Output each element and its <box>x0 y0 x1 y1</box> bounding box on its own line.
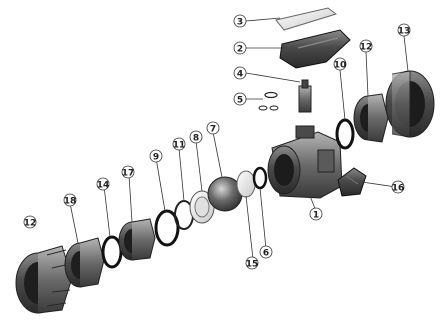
svg-text:5: 5 <box>237 96 243 106</box>
callout-5: 5 <box>233 92 247 106</box>
stem-o-rings <box>258 91 279 111</box>
svg-text:4: 4 <box>237 70 243 80</box>
callout-16: 16 <box>391 180 405 194</box>
svg-text:18: 18 <box>64 197 77 207</box>
end-connector-left <box>118 218 156 261</box>
svg-text:3: 3 <box>237 18 243 28</box>
svg-text:15: 15 <box>246 260 259 270</box>
callout-10: 10 <box>333 57 347 71</box>
callout-4: 4 <box>233 66 247 80</box>
o-ring-13 <box>154 209 180 247</box>
svg-text:8: 8 <box>193 134 199 144</box>
callout-1: 1 <box>309 207 323 221</box>
svg-text:7: 7 <box>210 125 216 135</box>
svg-text:2: 2 <box>237 45 243 55</box>
callout-14: 14 <box>96 177 110 191</box>
callout-9: 9 <box>149 149 163 163</box>
svg-text:16: 16 <box>392 184 405 194</box>
callout-18: 18 <box>63 193 77 207</box>
union-nut-left <box>15 245 73 314</box>
callout-7: 7 <box>206 121 220 135</box>
svg-text:12: 12 <box>24 219 37 229</box>
svg-text:13: 13 <box>398 27 411 37</box>
callout-15: 15 <box>245 256 259 270</box>
callout-17: 17 <box>121 165 135 179</box>
handle-cap <box>275 7 338 31</box>
union-nut-right <box>385 70 435 138</box>
o-ring-right <box>335 118 355 150</box>
svg-text:14: 14 <box>97 181 110 191</box>
o-ring-5 <box>252 166 268 190</box>
leader-lines <box>69 17 409 260</box>
valve-body <box>267 125 343 199</box>
end-connector-right <box>353 93 389 143</box>
o-ring-left <box>101 235 123 269</box>
seat-right <box>236 170 256 198</box>
stem <box>298 79 312 113</box>
callout-6: 6 <box>259 245 273 259</box>
svg-text:9: 9 <box>153 153 159 163</box>
svg-text:12: 12 <box>360 43 373 53</box>
mounting-bracket <box>337 167 367 197</box>
svg-text:11: 11 <box>173 141 186 151</box>
svg-text:17: 17 <box>122 169 135 179</box>
callout-12-left: 12 <box>23 215 37 229</box>
svg-text:6: 6 <box>263 249 269 259</box>
svg-text:10: 10 <box>334 61 347 71</box>
handle <box>279 29 351 69</box>
callout-8: 8 <box>189 130 203 144</box>
callout-2: 2 <box>233 41 247 55</box>
callout-13-right: 13 <box>397 23 411 37</box>
callout-12-right: 12 <box>359 39 373 53</box>
callout-11: 11 <box>172 137 186 151</box>
callout-3: 3 <box>233 14 247 28</box>
union-end-left <box>64 237 105 288</box>
svg-text:1: 1 <box>313 211 319 221</box>
